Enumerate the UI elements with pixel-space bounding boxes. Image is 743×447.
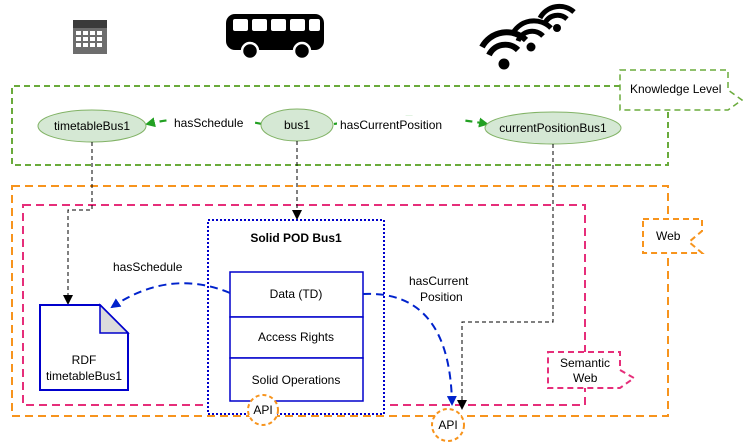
pod-row-data-label: Data (TD)	[270, 287, 323, 301]
semantic-web-label-line1: Semantic	[560, 356, 610, 370]
link-position-to-api	[457, 144, 554, 410]
rdf-document-line1: RDF	[72, 353, 97, 367]
semantic-web-label-line2: Web	[573, 371, 598, 385]
node-bus1: bus1	[260, 108, 334, 142]
pod-api-badge: API	[247, 394, 279, 426]
link-timetable-to-rdf	[63, 142, 93, 305]
edge-has-current-position-lower	[362, 292, 457, 406]
edge-has-schedule-lower	[110, 282, 231, 309]
external-api-badge: API	[431, 408, 465, 442]
wifi-icon	[479, 3, 576, 70]
svg-text:currentPositionBus1: currentPositionBus1	[499, 121, 607, 135]
web-boundary	[11, 185, 669, 417]
bus-icon	[226, 14, 324, 61]
node-timetable-bus1: timetableBus1	[37, 109, 147, 143]
svg-text:API: API	[438, 418, 457, 432]
has-current-position-top-label: hasCurrentPosition	[340, 118, 442, 132]
web-tag: Web	[642, 218, 705, 254]
calendar-icon	[73, 20, 107, 54]
pod-title: Solid POD Bus1	[250, 231, 342, 245]
knowledge-level-boundary	[11, 85, 669, 166]
pod-row-access-rights-label: Access Rights	[258, 330, 334, 344]
semantic-web-tag: Semantic Web	[547, 351, 636, 389]
pod-row-solid-operations-label: Solid Operations	[252, 373, 341, 387]
knowledge-level-label: Knowledge Level	[630, 82, 721, 96]
pod-row-solid-operations	[229, 357, 364, 402]
web-label: Web	[656, 229, 681, 243]
rdf-document-line2: timetableBus1	[46, 369, 122, 383]
knowledge-level-tag: Knowledge Level	[619, 69, 743, 111]
svg-text:bus1: bus1	[284, 118, 310, 132]
svg-text:timetableBus1: timetableBus1	[54, 119, 130, 133]
node-current-position-bus1: currentPositionBus1	[484, 111, 622, 145]
has-schedule-top-label: hasSchedule	[174, 116, 244, 130]
svg-text:API: API	[253, 403, 272, 417]
has-current-position-lower-label-line2: Position	[420, 290, 463, 304]
has-schedule-lower-label: hasSchedule	[113, 260, 183, 274]
has-current-position-lower-label-line1: hasCurrent	[409, 274, 469, 288]
solid-pod-bus1: Solid POD Bus1 Data (TD) Access Rights S…	[207, 219, 385, 415]
rdf-document-timetable: RDF timetableBus1	[39, 303, 130, 391]
